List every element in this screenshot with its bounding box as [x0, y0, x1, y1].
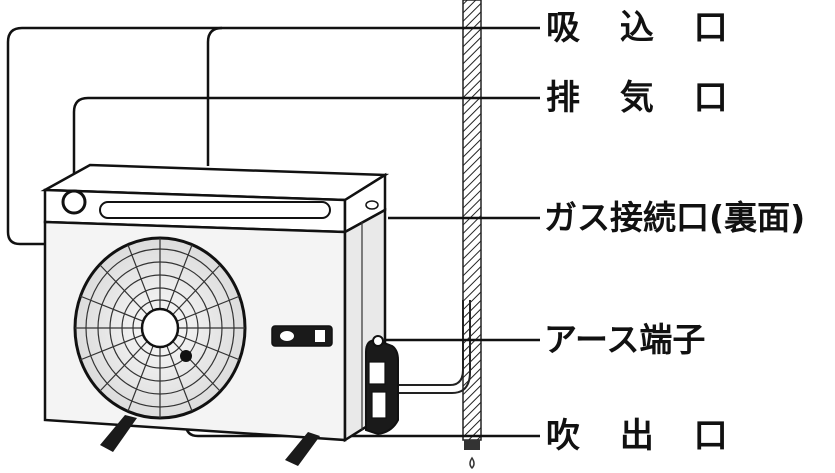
- label-exhaust: 排 気 口: [546, 78, 742, 118]
- label-outlet: 吹 出 口: [546, 416, 742, 456]
- exhaust-port-icon: [61, 189, 87, 215]
- outlet-marker-icon: [180, 350, 192, 362]
- ground-terminal-icon: [365, 335, 399, 436]
- foot-left: [100, 415, 137, 452]
- foot-right: [285, 432, 320, 466]
- gas-pipe: [462, 0, 482, 470]
- fan-hub-icon: [140, 307, 180, 349]
- control-panel-icon: [271, 325, 333, 347]
- label-ground-terminal: アース端子: [544, 320, 706, 359]
- outdoor-unit: [40, 163, 399, 466]
- drip-icon: [469, 456, 475, 470]
- label-intake: 吸 込 口: [546, 8, 742, 48]
- gas-hose: [390, 300, 464, 386]
- label-gas-connection: ガス接続口(裏面): [544, 198, 806, 237]
- fan-grille: [73, 236, 247, 420]
